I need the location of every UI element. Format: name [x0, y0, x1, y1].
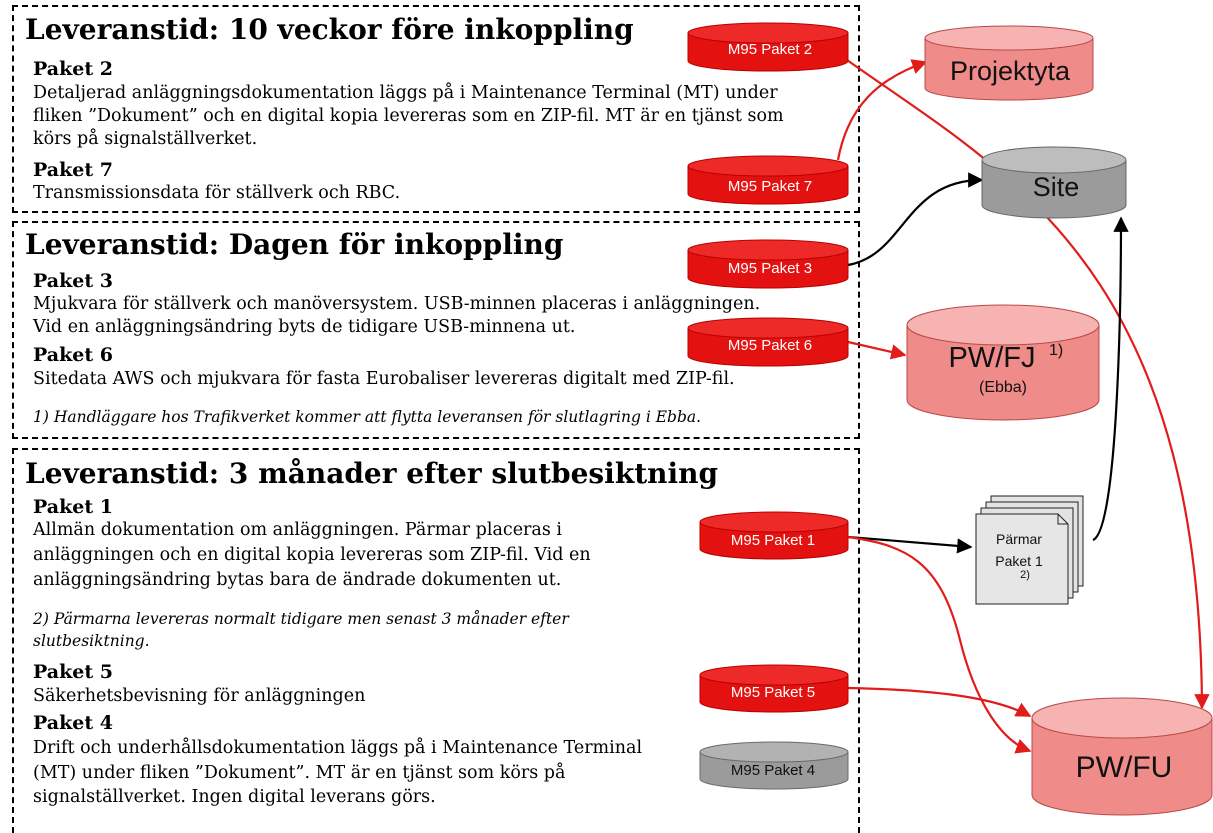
paket-4-line-3: signalställverket. Ingen digital leveran… — [33, 787, 436, 807]
target-pwfu: PW/FU — [1031, 697, 1213, 816]
paket-7-title: Paket 7 — [33, 159, 113, 181]
paket-2-line-3: körs på signalställverket. — [33, 129, 258, 149]
arrow-p5-pwfu — [847, 686, 1032, 717]
package-label-p5: M95 Paket 5 — [731, 684, 815, 701]
target-label-pwfj: PW/FJ — [949, 342, 1036, 374]
package-label-p2: M95 Paket 2 — [728, 41, 812, 58]
paket-4-title: Paket 4 — [33, 712, 113, 734]
package-m95-paket-7: M95 Paket 7 — [687, 155, 849, 205]
package-label-p4: M95 Paket 4 — [731, 762, 815, 779]
paket-2-line-1: Detaljerad anläggningsdokumentation lägg… — [33, 83, 778, 103]
target-label-projektyta: Projektyta — [950, 56, 1071, 86]
target-projektyta: Projektyta — [924, 25, 1094, 101]
package-m95-paket-3: M95 Paket 3 — [687, 239, 849, 289]
package-label-p7: M95 Paket 7 — [728, 178, 812, 195]
paket-7-line-1: Transmissionsdata för ställverk och RBC. — [33, 183, 401, 203]
section-3-manader — [12, 448, 860, 833]
binder-label-line-1: Pärmar — [996, 531, 1042, 547]
arrow-p1-pwfu — [847, 535, 1032, 754]
binder-label-sup: 2) — [1020, 569, 1030, 581]
paket-4-line-2: (MT) under fliken ”Dokument”. MT är en t… — [33, 763, 566, 783]
paket-4-line-1: Drift och underhållsdokumentation läggs … — [33, 738, 643, 758]
paket-1-line-3: anläggningsändring bytas bara de ändrade… — [33, 570, 562, 590]
package-m95-paket-6: M95 Paket 6 — [687, 317, 849, 367]
target-label-pwfj-sup: 1) — [1049, 342, 1063, 359]
package-label-p1: M95 Paket 1 — [731, 532, 815, 549]
section-dagen — [12, 221, 860, 439]
paket-3-title: Paket 3 — [33, 270, 113, 292]
arrow-p7-projektyta — [836, 59, 928, 161]
paket-3-line-1: Mjukvara för ställverk och manöversystem… — [33, 294, 761, 314]
package-m95-paket-2: M95 Paket 2 — [687, 22, 849, 72]
section-2-heading: Leveranstid: Dagen för inkoppling — [25, 228, 564, 261]
package-label-p3: M95 Paket 3 — [728, 260, 812, 277]
target-site: Site — [981, 146, 1127, 219]
package-m95-paket-5: M95 Paket 5 — [699, 664, 849, 713]
paket-3-line-2: Vid en anläggningsändring byts de tidiga… — [33, 317, 576, 337]
paket-5-title: Paket 5 — [33, 661, 113, 683]
section-1-heading: Leveranstid: 10 veckor före inkoppling — [25, 13, 634, 46]
paket-6-line-1: Sitedata AWS och mjukvara för fasta Euro… — [33, 369, 735, 389]
package-label-p6: M95 Paket 6 — [728, 337, 812, 354]
target-pwfj: PW/FJ 1) (Ebba) — [906, 304, 1100, 421]
arrow-binder-site — [1092, 216, 1129, 542]
arrow-p2-pwfu — [839, 54, 1210, 710]
target-label-pwfu: PW/FU — [1076, 751, 1173, 784]
paket-5-line-1: Säkerhetsbevisning för anläggningen — [33, 686, 366, 706]
target-label-site: Site — [1033, 172, 1080, 202]
footnote-2-line-2: slutbesiktning. — [33, 632, 150, 650]
arrow-p3-site — [847, 172, 984, 267]
footnote-2-line-1: 2) Pärmarna levereras normalt tidigare m… — [33, 610, 569, 628]
binder-label-line-2: Paket 1 — [995, 553, 1043, 569]
paket-2-line-2: fliken ”Dokument” och en digital kopia l… — [33, 106, 784, 126]
paket-1-line-1: Allmän dokumentation om anläggningen. Pä… — [33, 520, 562, 540]
paket-2-title: Paket 2 — [33, 58, 113, 80]
binder-stack-paket-1: Pärmar Paket 1 2) — [975, 495, 1084, 605]
footnote-1: 1) Handläggare hos Trafikverket kommer a… — [33, 408, 702, 426]
section-3-heading: Leveranstid: 3 månader efter slutbesiktn… — [25, 457, 719, 490]
paket-1-line-2: anläggningen och en digital kopia levere… — [33, 545, 591, 565]
arrow-p6-pwfj — [847, 340, 907, 360]
package-m95-paket-4: M95 Paket 4 — [699, 741, 849, 790]
paket-6-title: Paket 6 — [33, 344, 113, 366]
arrow-p1-binder — [847, 535, 973, 554]
package-m95-paket-1: M95 Paket 1 — [699, 511, 849, 560]
paket-1-title: Paket 1 — [33, 496, 113, 518]
target-label-pwfj-sub: (Ebba) — [979, 379, 1027, 396]
